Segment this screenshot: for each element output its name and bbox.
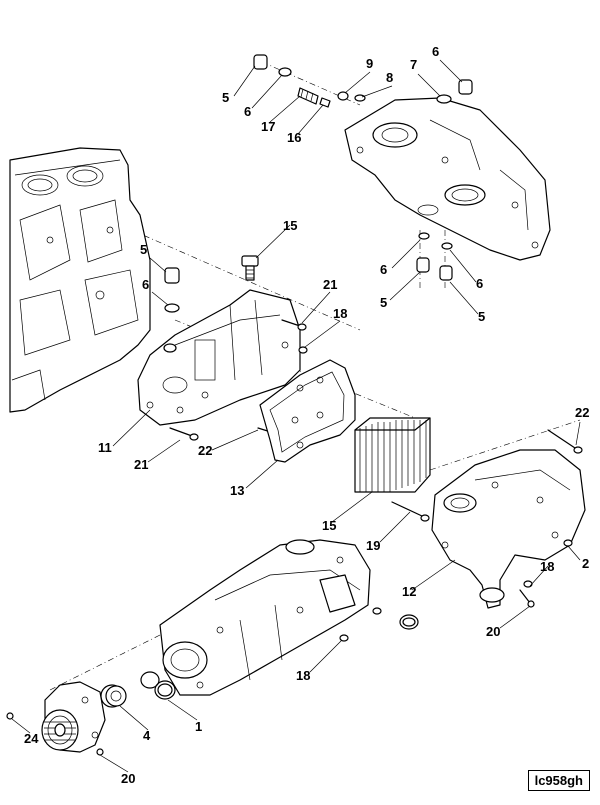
leader-lines <box>11 59 581 773</box>
callout-20-top: 18 <box>333 306 347 321</box>
oil-cooler-core <box>354 417 431 493</box>
spacer <box>100 684 127 708</box>
callout-2: 2 <box>582 556 589 571</box>
callout-4: 4 <box>143 728 151 743</box>
water-pump <box>6 681 106 756</box>
callout-21-right: 20 <box>486 624 500 639</box>
callout-1: 1 <box>195 719 202 734</box>
upper-cover <box>344 97 551 261</box>
callout-5-bottom-right: 5 <box>478 309 485 324</box>
callout-12: 12 <box>402 584 416 599</box>
callout-6-top: 6 <box>244 104 251 119</box>
callout-5-bottom-left: 5 <box>380 295 387 310</box>
callout-8: 7 <box>410 57 417 72</box>
callout-23-top: 21 <box>323 277 337 292</box>
callout-5-left: 5 <box>140 242 147 257</box>
callout-10: 9 <box>366 56 373 71</box>
screw-19 <box>391 501 430 522</box>
callout-23-bottom: 21 <box>134 457 148 472</box>
top-small-parts <box>253 54 473 281</box>
callout-21-bottom: 20 <box>121 771 135 786</box>
gasket <box>259 359 356 463</box>
plug <box>241 255 259 281</box>
cylinder-block <box>9 147 151 413</box>
callout-labels: 5 6 17 16 9 8 7 6 15 5 6 21 18 6 6 5 5 1… <box>24 44 589 786</box>
o-rings <box>140 671 176 700</box>
callout-9: 8 <box>386 70 393 85</box>
callout-19: 19 <box>366 538 380 553</box>
callout-6-left: 6 <box>142 277 149 292</box>
callout-13: 13 <box>230 483 244 498</box>
callout-11: 11 <box>98 440 112 455</box>
callout-20-bottom: 18 <box>296 668 310 683</box>
callout-17: 17 <box>261 119 275 134</box>
screw-24-right <box>547 429 583 454</box>
cooler-housing <box>431 449 586 609</box>
callout-22: 24 <box>24 731 39 746</box>
callout-6-bottom-left: 6 <box>380 262 387 277</box>
callout-5-top: 5 <box>222 90 229 105</box>
callout-24-right: 22 <box>575 405 589 420</box>
front-housing <box>159 539 419 696</box>
callout-7: 6 <box>432 44 439 59</box>
callout-6-bottom-right: 6 <box>476 276 483 291</box>
filter-head-housing <box>137 289 301 426</box>
figure-code: lc958gh <box>527 770 590 791</box>
left-cap-washer <box>164 267 180 313</box>
callout-24-left: 22 <box>198 443 212 458</box>
callout-14: 15 <box>283 218 297 233</box>
